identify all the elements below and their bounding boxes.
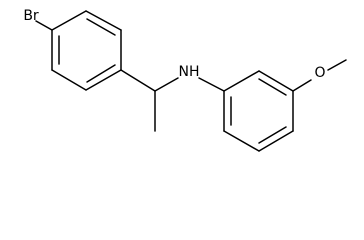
ring-b-bond [223,130,260,152]
nitrogen-to-ring-bond [198,77,225,92]
oxygen-label: O [314,65,325,81]
aryl-oxygen-bond [292,79,312,92]
ring-a-double-bond [86,64,116,83]
ring-a-bond [85,10,122,31]
methoxyphenyl-ring [223,70,294,152]
ring-a-bond [85,69,122,91]
bromophenyl-ring [51,10,122,91]
ring-to-methine-bond [120,69,156,92]
ring-b-bond [223,70,260,92]
ring-a-bond [51,10,87,31]
ring-a-double-bond [86,18,116,36]
ring-b-double-bond [258,126,287,144]
molecular-structure: Br NH O [23,8,347,152]
carbon-bromine-bond [35,20,53,31]
ring-a-bond [51,69,87,91]
bromine-label: Br [23,8,39,24]
amine-label: NH [179,64,200,80]
ring-b-bond [258,70,294,92]
ring-b-bond [258,130,294,152]
ring-b-double-bond [258,78,287,96]
methine-to-nitrogen-bond [154,77,179,92]
oxygen-methyl-bond [327,59,347,71]
